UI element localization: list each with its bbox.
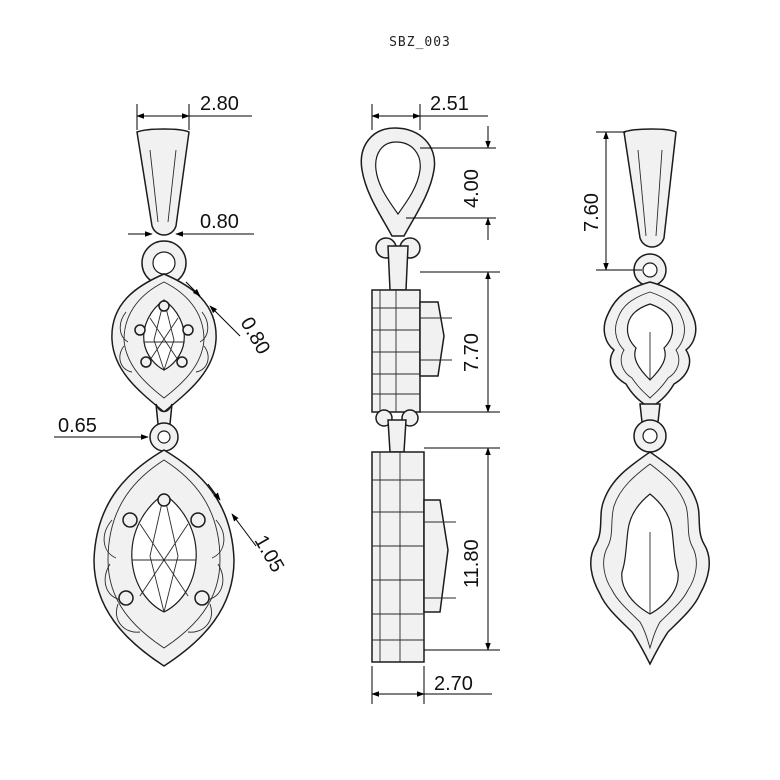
dim-side-depth: 2.70 <box>434 673 473 695</box>
dim-side-upper-height: 7.70 <box>461 333 483 372</box>
dim-front-bail-neck: 0.80 <box>200 211 239 233</box>
dim-front-upper-prong: 0.80 <box>236 314 275 359</box>
dim-front-jump-ring: 0.65 <box>58 415 97 437</box>
drawing-title: SBZ_003 <box>389 35 451 50</box>
back-view <box>590 128 710 666</box>
dim-side-loop-width: 2.51 <box>430 93 469 115</box>
dim-side-lower-height: 11.80 <box>461 539 483 588</box>
side-lower-body <box>371 451 425 663</box>
dim-back-bail-height: 7.60 <box>581 193 603 232</box>
dim-front-bail-width: 2.80 <box>200 93 239 115</box>
dim-front-lower-prong: 1.05 <box>250 532 289 577</box>
side-view <box>360 127 456 663</box>
front-view <box>93 128 235 667</box>
front-bail <box>136 128 190 236</box>
back-dimensions: 7.60 <box>581 131 642 271</box>
back-bail <box>623 128 677 248</box>
side-dimensions: 2.51 4.00 7.70 11.80 2.70 <box>371 93 500 704</box>
dim-side-loop-height: 4.00 <box>461 169 483 208</box>
